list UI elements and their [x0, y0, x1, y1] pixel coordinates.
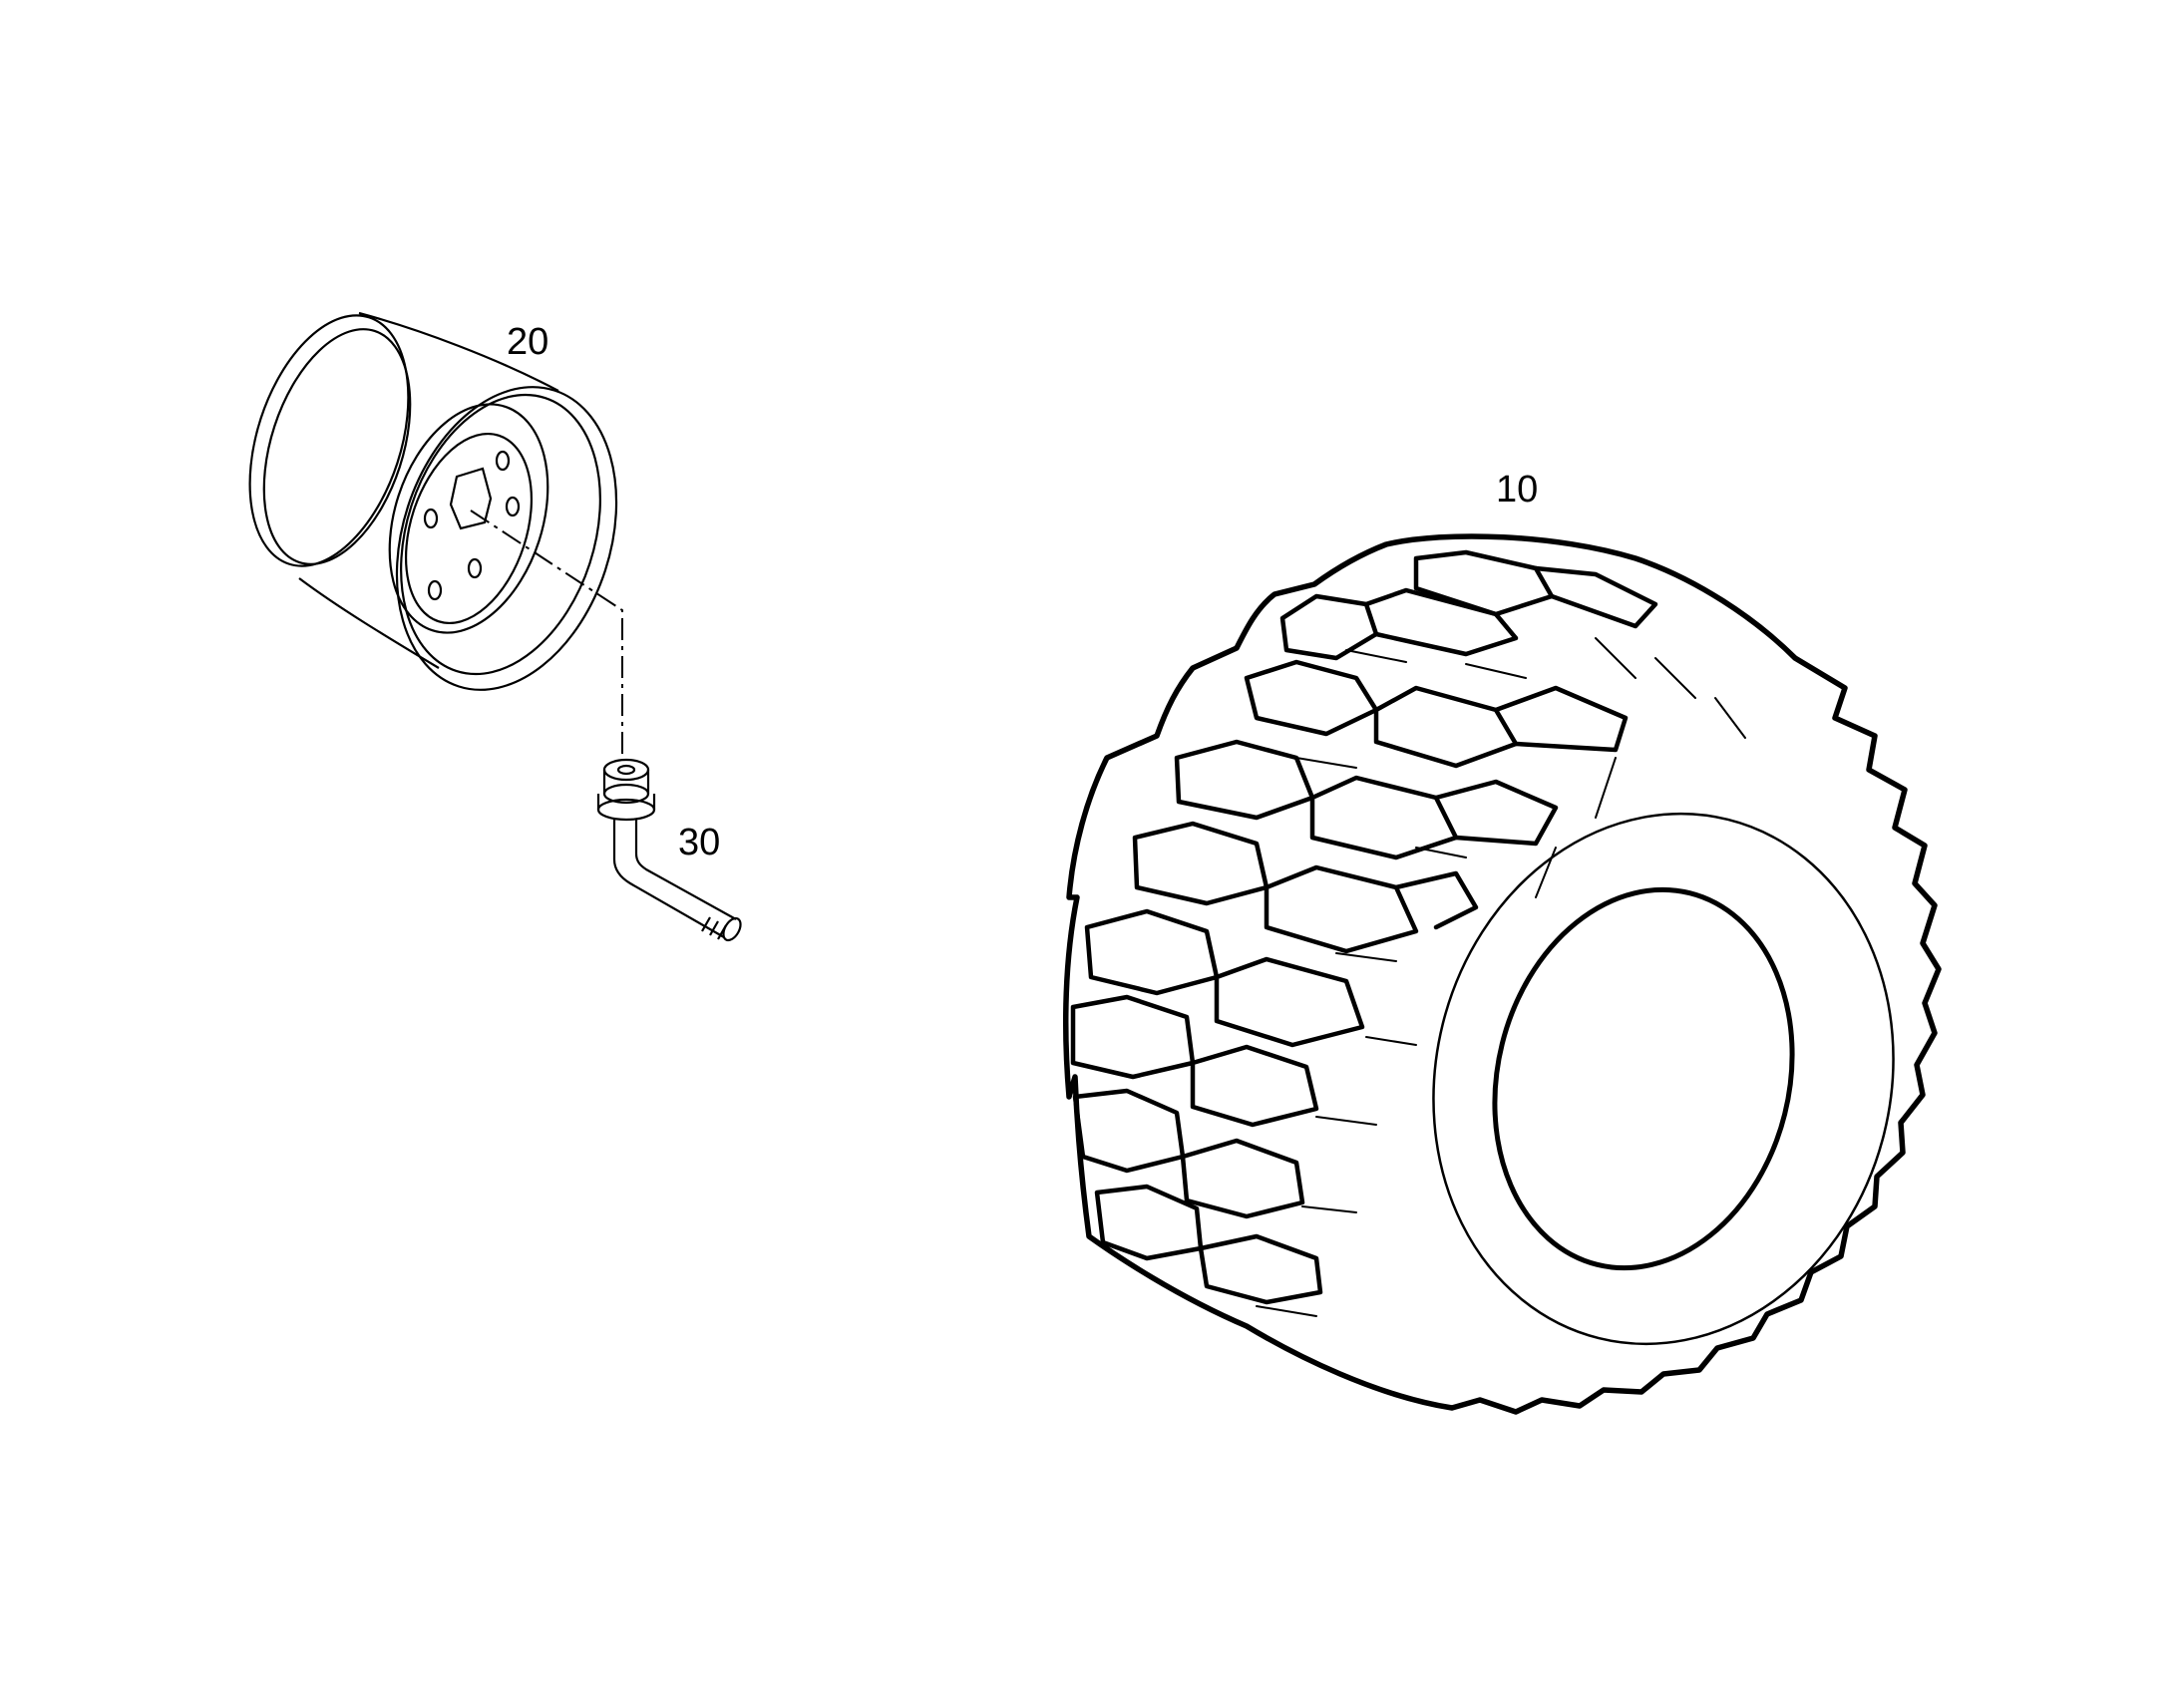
assembly-line: [470, 510, 623, 760]
rim-icon[interactable]: [220, 295, 653, 718]
part-callout-30: 30: [678, 822, 721, 863]
part-callout-20: 20: [507, 321, 549, 363]
tire-icon[interactable]: [1062, 533, 1949, 1415]
valve-icon[interactable]: [596, 758, 744, 943]
part-callout-10: 10: [1496, 469, 1539, 511]
